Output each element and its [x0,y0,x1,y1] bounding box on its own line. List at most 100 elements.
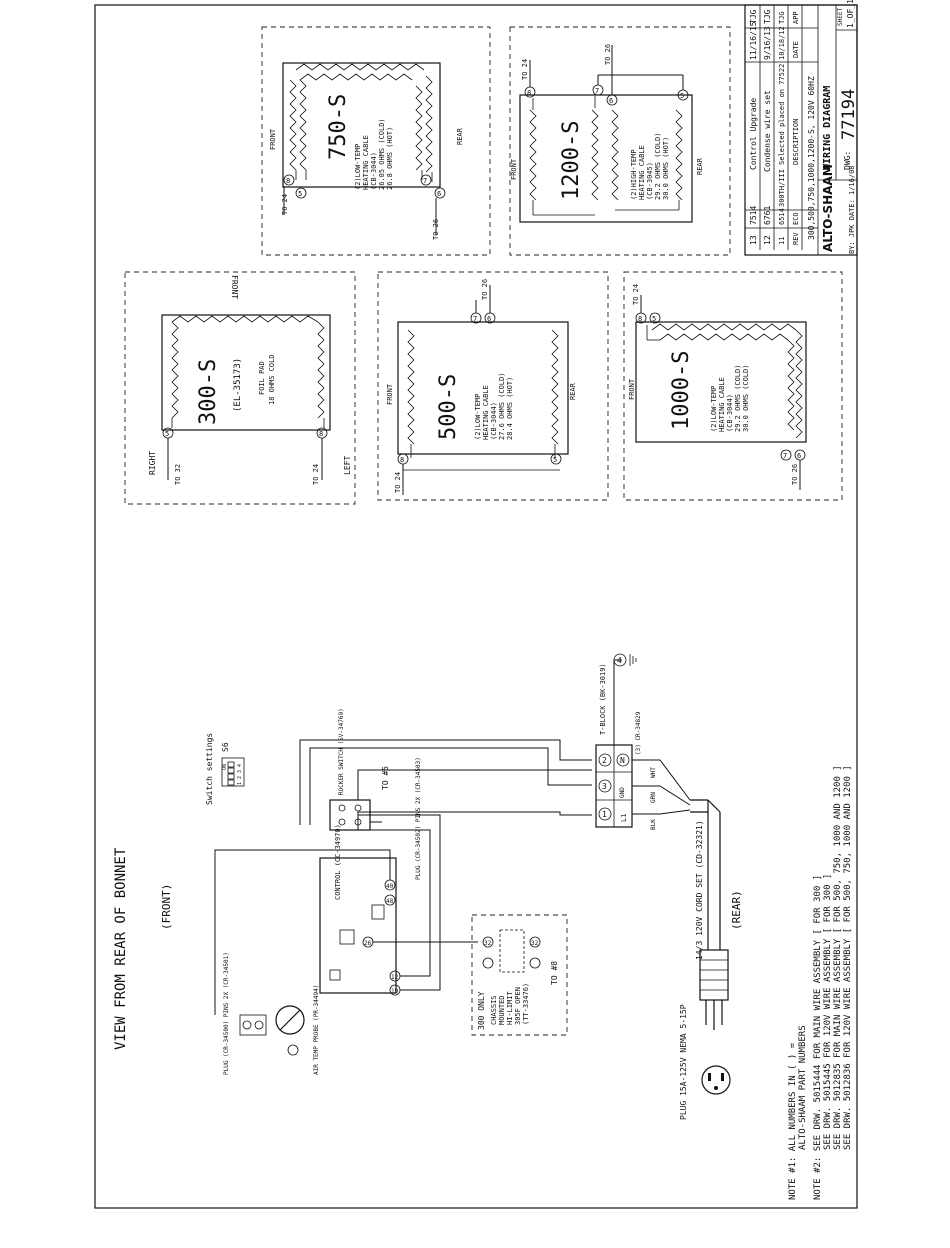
rev-date: 11/16/15 [749,21,758,60]
svg-text:26: 26 [364,940,372,947]
terminal-8: 8 [283,174,295,186]
view-title: VIEW FROM REAR OF BONNET [113,847,129,1050]
svg-text:48: 48 [386,898,394,905]
note-2-line-2: SEE DRW. 5015445 FOR 120V WIRE ASSEMBLY … [823,874,833,1150]
svg-text:5: 5 [652,315,656,323]
svg-text:29.2 OHMS (COLD): 29.2 OHMS (COLD) [654,133,662,200]
rev-row-11: 11 6514 300TH/III Selected placed on 775… [778,11,786,245]
rear-label: REAR [696,157,704,175]
front-label: FRONT [230,275,239,299]
svg-text:1: 1 [602,810,607,819]
plug-a-label: PLUG (CR-34500) PINS 2X (CR-34501) [223,952,230,1075]
rev-desc: Condense wire set [763,90,772,172]
front-label: FRONT [628,378,636,400]
to-24-label: TO 24 [521,59,529,80]
svg-text:FOIL PAD: FOIL PAD [258,361,266,395]
drawn-by: BY: JPK DATE: 1/16/08 [848,165,856,254]
panel-300-s: 5 8 300-S (EL-35173) FOIL PAD 18 OHMS CO… [124,271,356,505]
note-2-line-3: SEE DRW. 5012835 FOR MAIN WIRE ASSEMBLY … [833,765,843,1150]
svg-text:12: 12 [391,974,399,981]
to-8-label: TO #8 [550,961,559,985]
doc-title: WIRING DIAGRAM [822,86,833,170]
main-wiring: VIEW FROM REAR OF BONNET (FRONT) (REAR) … [113,653,743,1120]
air-temp-probe: PLUG (CR-34500) PINS 2X (CR-34501) AIR T… [223,952,320,1075]
panel-500-s: 7 6 8 5 500-S (2)LOW-TEMP HEATING CABLE … [377,271,609,501]
svg-text:DATE: DATE [792,41,800,58]
rev-date: 9/16/13 [763,26,772,60]
rev-num: 12 [763,235,772,245]
cord-set: 14/3 120V CORD SET (CD-32321) [690,799,721,960]
probe-label: AIR TEMP PROBE (PR-34494) [313,985,320,1075]
left-label: LEFT [343,456,352,475]
rocker-label: ROCKER SWITCH (SV-34769) [338,708,345,795]
svg-text:3: 3 [602,782,607,791]
terminal-5: 5 [649,312,661,324]
note-1-cont: ALTO-SHAAM PART NUMBERS [798,1025,808,1150]
dwg-label: DWG: [843,151,852,170]
panel-1200-s: 8 7 6 5 1200-S (2)HIGH-TEMP HEATING CABL… [509,26,731,256]
model-line: 300,500,750,1000,1200-S, 120V 60HZ [807,76,816,240]
note-2-line-4: SEE DRW. 5012836 FOR 120V WIRE ASSEMBLY … [843,765,853,1150]
svg-text:26.8 OHMS (HOT): 26.8 OHMS (HOT) [386,127,394,190]
svg-text:(CB-3044): (CB-3044) [370,152,378,190]
terminal-6: 6 [484,312,496,324]
svg-text:6: 6 [797,452,801,460]
svg-text:19: 19 [391,988,399,995]
svg-text:CHASSIS: CHASSIS [490,995,498,1025]
svg-text:30.0 OHMS (HOT): 30.0 OHMS (HOT) [662,137,670,200]
front-label: FRONT [386,383,394,405]
rear-direction: (REAR) [730,890,743,930]
rev-eco: 7514 [749,206,758,225]
wire-grn: GRN [650,792,657,803]
s6-label: S6 [221,742,230,752]
to-24-label: TO 24 [632,284,640,305]
svg-text:DESCRIPTION: DESCRIPTION [792,119,800,165]
svg-text:8: 8 [527,89,531,97]
panel-750-s: 8 5 7 6 750-S (2)LOW-TEMP HEATING CABLE … [261,26,491,256]
right-label: RIGHT [148,451,157,475]
svg-text:(TT-33476): (TT-33476) [522,983,530,1025]
wire-blk: BLK [650,819,657,830]
front-direction: (FRONT) [160,884,173,930]
terminal-7: 7 [592,84,604,96]
svg-text:REV: REV [792,232,800,245]
wire-wht: WHT [650,767,657,778]
svg-text:ECO: ECO [792,212,800,225]
front-label: FRONT [510,158,518,180]
rear-label: REAR [456,127,464,145]
svg-text:(CB-3045): (CB-3045) [646,162,654,200]
front-label: FRONT [269,128,277,150]
terminal-6: 6 [434,187,446,199]
svg-text:HI-LIMIT: HI-LIMIT [506,990,514,1025]
svg-text:(2)LOW-TEMP: (2)LOW-TEMP [474,394,482,440]
terminal-5: 5 [162,427,174,439]
sheet-value: 1_OF_1 [846,0,855,28]
svg-text:6: 6 [437,190,441,198]
svg-text:5: 5 [680,92,684,100]
svg-text:7: 7 [595,87,599,95]
panel-1000-s: 8 5 7 6 1000-S (2)LOW-TEMP HEATING CABLE… [623,271,843,501]
terminal-8: 8 [316,427,328,439]
svg-text:28.4 OHMS (HOT): 28.4 OHMS (HOT) [506,377,514,440]
plug-b-label: PLUG (CR-34502) PINS 2X (CR-34503) [415,757,422,880]
svg-text:5: 5 [165,430,169,438]
to-26-label: TO 26 [432,219,440,240]
rev-header-row: REV ECO DESCRIPTION DATE APP [792,11,800,245]
svg-text:APP: APP [792,11,800,24]
nema-receptacle-icon: PLUG 15A-125V NEMA 5-15P [679,1004,731,1120]
terminal-6: 6 [606,94,618,106]
switch-settings-label: Switch settings [205,733,214,805]
svg-text:MOUNTED: MOUNTED [498,995,506,1025]
svg-text:HEATING CABLE: HEATING CABLE [718,377,726,432]
rev-desc: 300TH/III Selected placed on 77522 [778,64,786,207]
svg-text:GND: GND [619,787,626,798]
svg-text:5: 5 [553,456,557,464]
svg-text:8: 8 [286,177,290,185]
svg-text:5: 5 [298,190,302,198]
model-label: 500-S [436,374,461,440]
to-26-label: TO 26 [791,464,799,485]
svg-text:7: 7 [423,177,427,185]
power-plug [699,949,729,1030]
model-label: 300-S [196,359,221,425]
